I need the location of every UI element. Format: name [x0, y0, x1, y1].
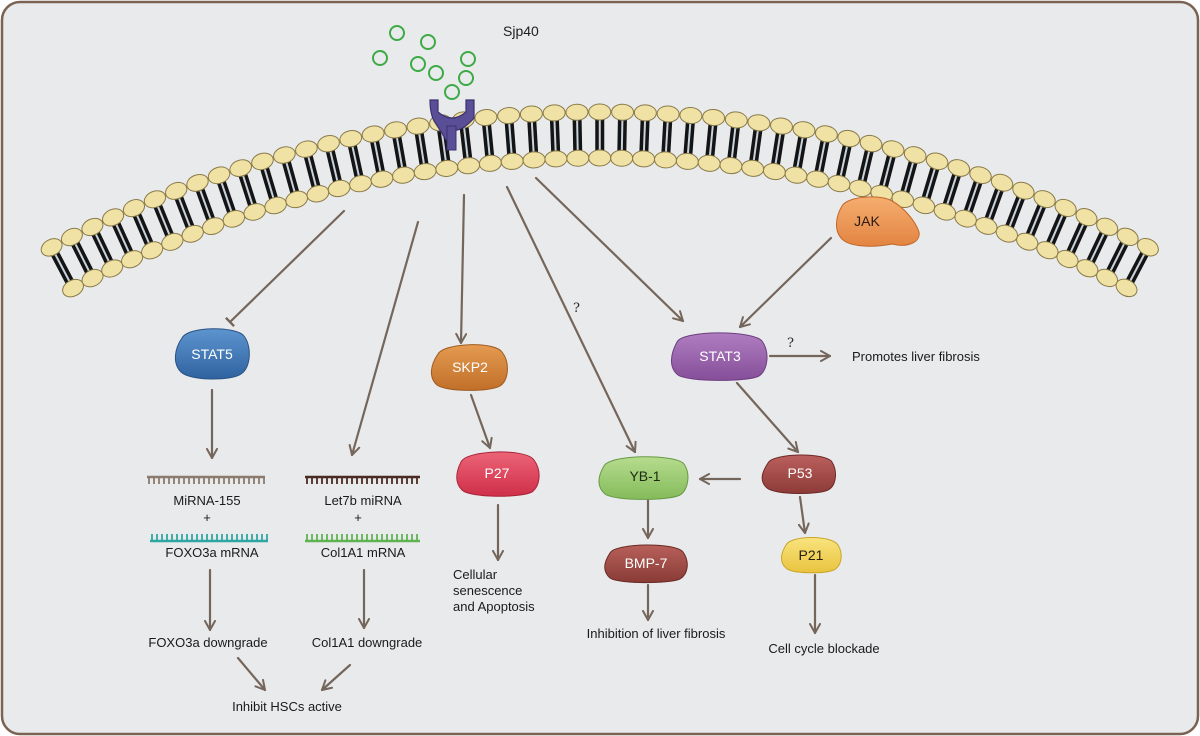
- col1a1-hsc-arrow: [320, 663, 352, 692]
- stat5-label: STAT5: [191, 346, 233, 362]
- col1a1-mrna-strand: [305, 534, 420, 543]
- skp2-label: SKP2: [452, 359, 488, 375]
- plus-sign-left: +: [203, 510, 211, 525]
- jak-stat3-arrow: [738, 236, 833, 329]
- sjp40-label: Sjp40: [503, 23, 539, 39]
- p53-p21-arrow: [797, 495, 810, 535]
- inhibit-stat5-arrow: [224, 209, 346, 328]
- yb1-arrow: [505, 185, 637, 454]
- let7b-label: Let7b miRNA: [324, 493, 402, 508]
- skp2-protein: SKP2: [431, 344, 508, 391]
- p27-protein: P27: [456, 451, 540, 497]
- jak-protein: JAK: [836, 196, 920, 247]
- stat3-label: STAT3: [699, 348, 741, 364]
- col1a1-downgrade-label: Col1A1 downgrade: [312, 635, 423, 650]
- stat3-arrow: [534, 176, 685, 323]
- let7b-mirna-strand: [305, 475, 420, 484]
- yb1-label: YB-1: [629, 468, 660, 484]
- plus-sign-right: +: [354, 510, 362, 525]
- yb1-protein: YB-1: [598, 456, 689, 500]
- cell-cycle-label: Cell cycle blockade: [768, 641, 879, 656]
- stat3-p53-arrow: [735, 381, 800, 454]
- cell-membrane: [40, 103, 1159, 298]
- let7b-arrow: [348, 220, 420, 457]
- p53-protein: P53: [761, 454, 836, 495]
- mirna155-strand: [147, 475, 265, 484]
- bmp7-label: BMP-7: [625, 555, 668, 571]
- p21-label: P21: [799, 547, 824, 563]
- inhibition-fibrosis-label: Inhibition of liver fibrosis: [587, 626, 726, 641]
- promotes-fibrosis-label: Promotes liver fibrosis: [852, 349, 980, 364]
- foxo3a-mrna-label: FOXO3a mRNA: [165, 545, 259, 560]
- fibrosis-question-mark: ?: [787, 336, 794, 351]
- stat3-protein: STAT3: [671, 332, 768, 381]
- yb1-question-mark: ?: [573, 301, 580, 316]
- p53-label: P53: [788, 465, 813, 481]
- skp2-arrow: [455, 193, 468, 345]
- skp2-p27-arrow: [469, 393, 493, 450]
- inhibit-hsc-label: Inhibit HSCs active: [232, 699, 342, 714]
- sjp40-particles-icon: [372, 25, 476, 100]
- p27-label: P27: [485, 465, 510, 481]
- p21-protein: P21: [781, 537, 842, 574]
- foxo3a-mrna-strand: [150, 534, 268, 543]
- mirna155-label: MiRNA-155: [173, 493, 240, 508]
- senescence-label-line3: and Apoptosis: [453, 599, 535, 614]
- col1a1-mrna-label: Col1A1 mRNA: [321, 545, 406, 560]
- bmp7-protein: BMP-7: [604, 544, 688, 584]
- foxo3a-downgrade-label: FOXO3a downgrade: [148, 635, 267, 650]
- senescence-label-line2: senescence: [453, 583, 522, 598]
- foxo3a-hsc-arrow: [236, 656, 267, 692]
- receptor-icon: [429, 99, 475, 151]
- stat5-protein: STAT5: [175, 328, 250, 380]
- jak-label: JAK: [854, 213, 880, 229]
- senescence-label-line1: Cellular: [453, 567, 498, 582]
